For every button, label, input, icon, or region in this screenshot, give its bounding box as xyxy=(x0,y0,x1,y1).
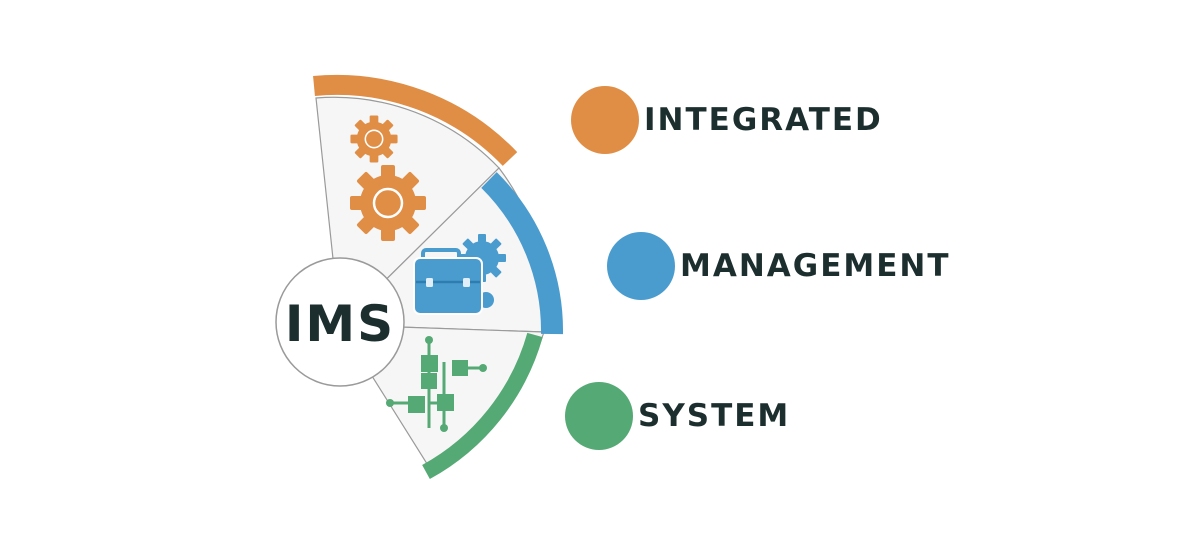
legend-label-management: MANAGEMENT xyxy=(680,248,951,284)
briefcase-gear-icon xyxy=(413,234,506,315)
arc-integrated xyxy=(313,74,518,166)
blue-circle-icon xyxy=(607,232,675,300)
arc-management xyxy=(481,172,564,335)
legend-row-management: MANAGEMENT xyxy=(607,232,951,300)
arc-system xyxy=(422,332,543,480)
legend-row-system: SYSTEM xyxy=(565,382,790,450)
center-label: IMS xyxy=(285,295,395,353)
flowchart-icon xyxy=(386,336,487,432)
orange-circle-icon xyxy=(571,86,639,154)
legend-row-integrated: INTEGRATED xyxy=(571,86,883,154)
legend-label-integrated: INTEGRATED xyxy=(644,102,883,138)
green-circle-icon xyxy=(565,382,633,450)
center-circle xyxy=(275,257,405,387)
legend-label-system: SYSTEM xyxy=(638,398,791,434)
